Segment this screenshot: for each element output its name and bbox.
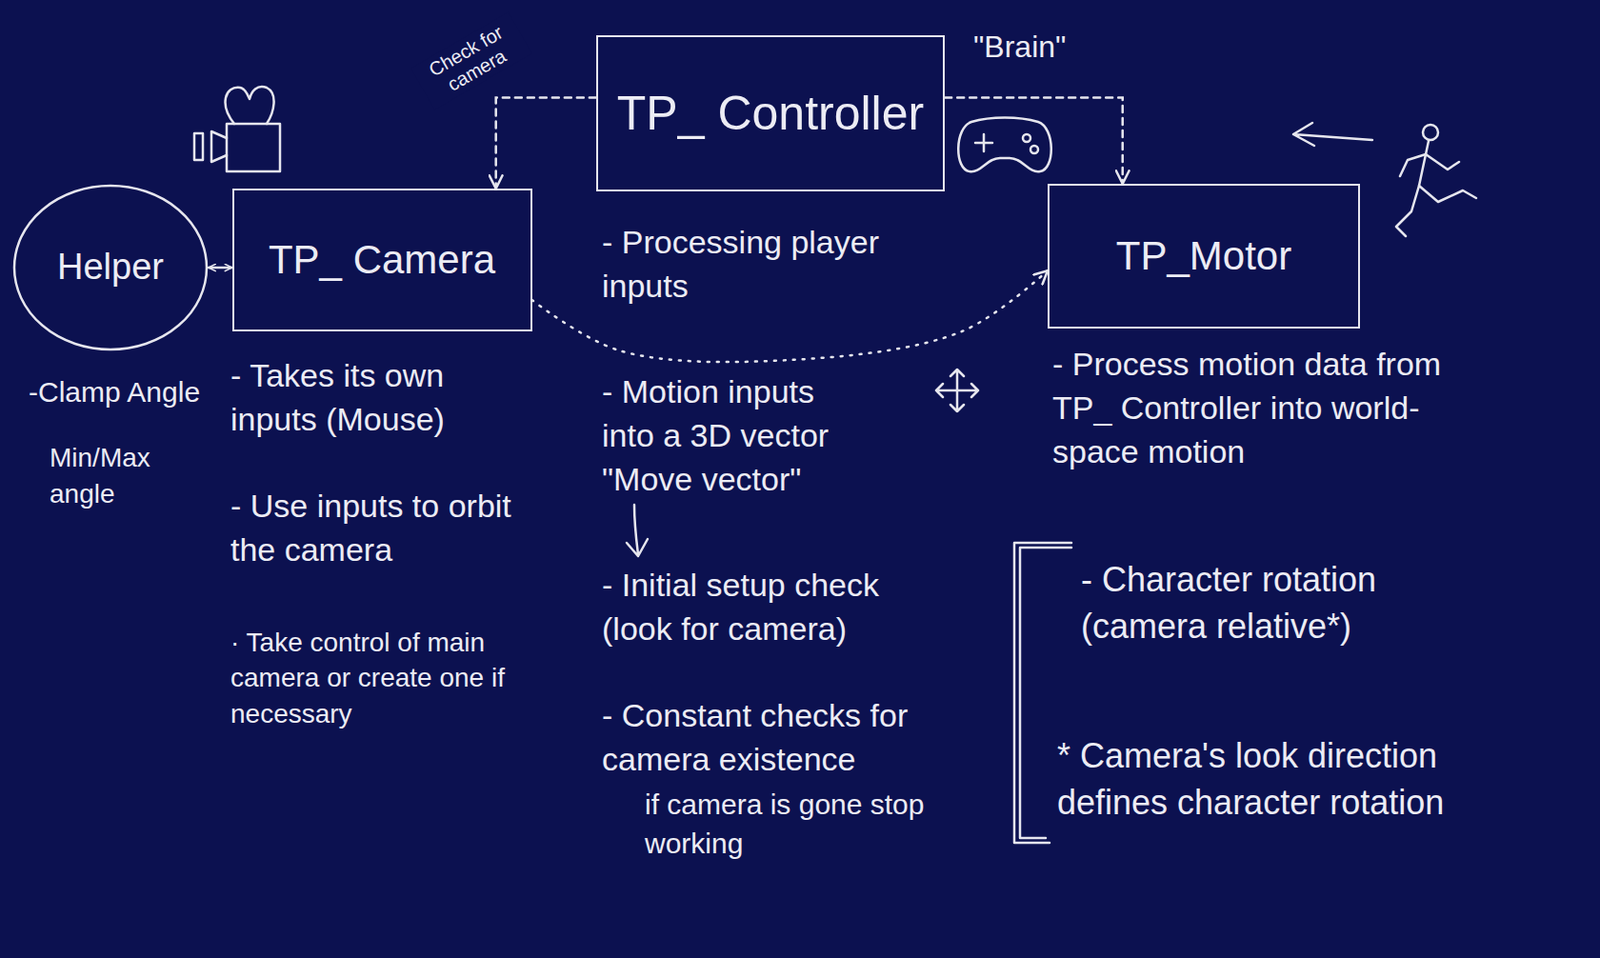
note-label: - Takes its own inputs (Mouse) bbox=[230, 354, 488, 442]
camera-notes: - Takes its own inputs (Mouse) - Use inpu… bbox=[230, 354, 574, 733]
camera-lens bbox=[211, 131, 227, 162]
figure-body bbox=[1419, 140, 1429, 186]
figure-arms bbox=[1400, 154, 1460, 177]
figure-legs bbox=[1396, 185, 1477, 237]
process-box: TP_ Camera bbox=[232, 188, 533, 332]
gamepad-dpad bbox=[975, 134, 993, 152]
figure-head bbox=[1422, 124, 1439, 140]
camera-lens-front bbox=[194, 133, 203, 160]
helper-circle: Helper bbox=[12, 183, 209, 352]
edge-label: Check for camera bbox=[410, 12, 532, 110]
note-label: · Take control of main camera or create … bbox=[230, 624, 517, 733]
process-box: TP_ Controller bbox=[596, 35, 945, 192]
note-label: - Character rotation (camera relative*) bbox=[1080, 557, 1481, 650]
node-title: Helper bbox=[57, 245, 164, 290]
note-label: - Initial setup check (look for camera) bbox=[601, 563, 917, 652]
note-label: -Clamp Angle bbox=[28, 373, 200, 413]
gamepad-icon bbox=[958, 118, 1052, 173]
circle-outline-shape bbox=[14, 185, 207, 350]
controller-notes: - Processing player inputs - Motion input… bbox=[601, 220, 945, 863]
connector bbox=[944, 98, 1123, 184]
motion-arrow bbox=[1293, 122, 1373, 146]
connector bbox=[496, 98, 597, 189]
node-title: TP_Motor bbox=[1116, 232, 1292, 280]
note-label: "Brain" bbox=[973, 26, 1066, 68]
node-title: TP_ Camera bbox=[268, 236, 496, 284]
note-label: Min/Max angle bbox=[49, 440, 164, 513]
node-title: TP_ Controller bbox=[617, 84, 924, 142]
camera-icon bbox=[194, 86, 280, 172]
process-box: TP_Motor bbox=[1047, 183, 1360, 329]
camera-body bbox=[226, 123, 280, 172]
small-arrow bbox=[615, 500, 673, 560]
running-figure bbox=[1396, 124, 1477, 237]
note-label: - Use inputs to orbit the camera bbox=[230, 484, 517, 573]
small-arrow-stroke bbox=[626, 504, 648, 557]
note-label: * Camera's look direction defines charac… bbox=[1057, 733, 1496, 826]
note-label: - Motion inputs into a 3D vector "Move v… bbox=[601, 370, 869, 502]
move-cross-icon bbox=[936, 369, 979, 412]
note-label: - Process motion data from TP_ Controlle… bbox=[1052, 342, 1472, 475]
note-label: if camera is gone stop working bbox=[601, 785, 931, 863]
camera-reels bbox=[225, 86, 275, 124]
gamepad-button bbox=[1022, 134, 1031, 142]
connector bbox=[208, 266, 233, 270]
gamepad-body bbox=[958, 118, 1052, 173]
note-label: - Constant checks for camera existence bbox=[601, 694, 917, 782]
gamepad-button bbox=[1030, 145, 1039, 154]
note-label: - Processing player inputs bbox=[601, 220, 907, 309]
